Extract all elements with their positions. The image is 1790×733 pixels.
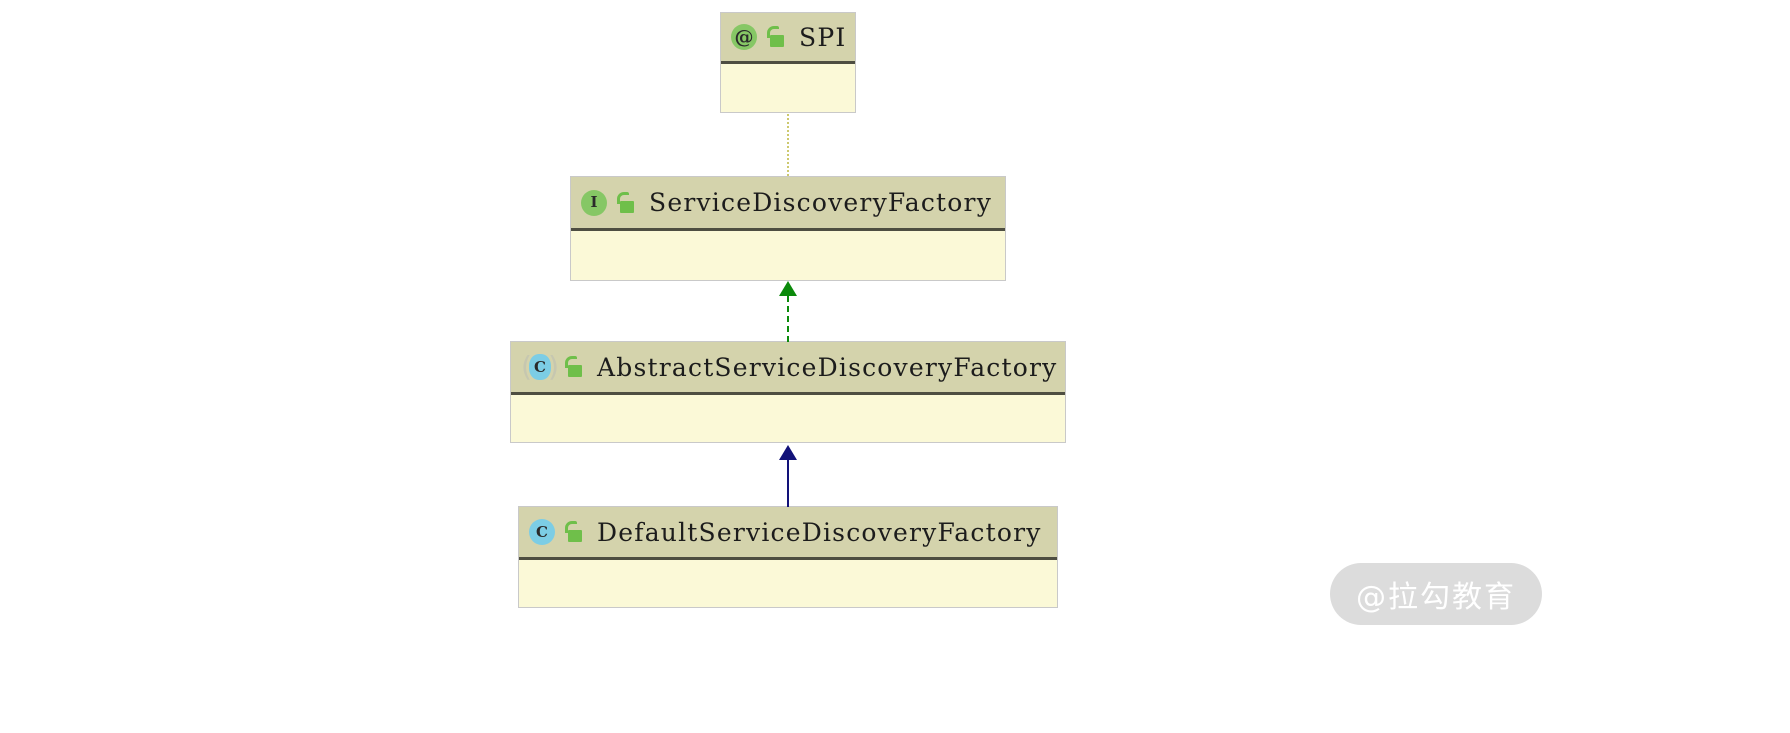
uml-node-title: ServiceDiscoveryFactory — [649, 188, 993, 217]
uml-node-header: @ SPI — [721, 13, 855, 64]
lock-shackle — [565, 356, 577, 368]
lock-body — [620, 200, 634, 213]
abstract-class-icon-wrap: ( C ) — [521, 353, 559, 381]
edge-spi-annotates-interface — [787, 114, 789, 176]
unlocked-lock-icon — [765, 26, 785, 48]
uml-node-title: DefaultServiceDiscoveryFactory — [597, 517, 1042, 547]
class-icon-glyph: C — [529, 519, 555, 545]
abstract-class-icon: ( C ) — [521, 353, 559, 381]
unlocked-lock-icon — [563, 521, 583, 543]
interface-icon-glyph: I — [581, 189, 607, 216]
lock-body — [568, 365, 582, 377]
uml-node-title: AbstractServiceDiscoveryFactory — [597, 352, 1058, 382]
uml-node-title: SPI — [799, 22, 847, 52]
abstract-class-icon-glyph: C — [529, 354, 551, 380]
abstract-bracket-right: ) — [548, 350, 559, 383]
edge-default-extends-abstract — [787, 460, 789, 507]
uml-node-header: I ServiceDiscoveryFactory — [571, 177, 1005, 231]
interface-icon: I — [581, 189, 607, 216]
watermark-badge: @拉勾教育 — [1330, 563, 1542, 625]
edge-abstract-implements-interface — [787, 296, 789, 342]
realization-arrowhead-icon — [779, 281, 797, 296]
lock-body — [568, 530, 582, 542]
annotation-icon-glyph: @ — [731, 24, 757, 50]
lock-shackle — [617, 191, 629, 204]
class-icon: C — [529, 519, 555, 545]
abstract-bracket-left: ( — [521, 350, 532, 383]
uml-node-header: C DefaultServiceDiscoveryFactory — [519, 507, 1057, 560]
uml-node-members — [571, 231, 1005, 279]
unlocked-lock-icon — [563, 356, 583, 378]
lock-body — [770, 35, 784, 47]
uml-node-members — [519, 560, 1057, 606]
unlocked-lock-icon — [615, 191, 635, 214]
uml-node-service-discovery-factory[interactable]: I ServiceDiscoveryFactory — [570, 176, 1006, 281]
uml-node-header: ( C ) AbstractServiceDiscoveryFactory — [511, 342, 1065, 395]
annotation-icon: @ — [731, 24, 757, 50]
watermark-text: @拉勾教育 — [1356, 580, 1516, 615]
generalization-arrowhead-icon — [779, 445, 797, 460]
lock-shackle — [565, 521, 577, 533]
uml-node-spi[interactable]: @ SPI — [720, 12, 856, 113]
uml-node-members — [721, 64, 855, 111]
uml-node-abstract-service-discovery-factory[interactable]: ( C ) AbstractServiceDiscoveryFactory — [510, 341, 1066, 443]
lock-shackle — [767, 26, 779, 38]
uml-node-default-service-discovery-factory[interactable]: C DefaultServiceDiscoveryFactory — [518, 506, 1058, 608]
uml-node-members — [511, 395, 1065, 441]
